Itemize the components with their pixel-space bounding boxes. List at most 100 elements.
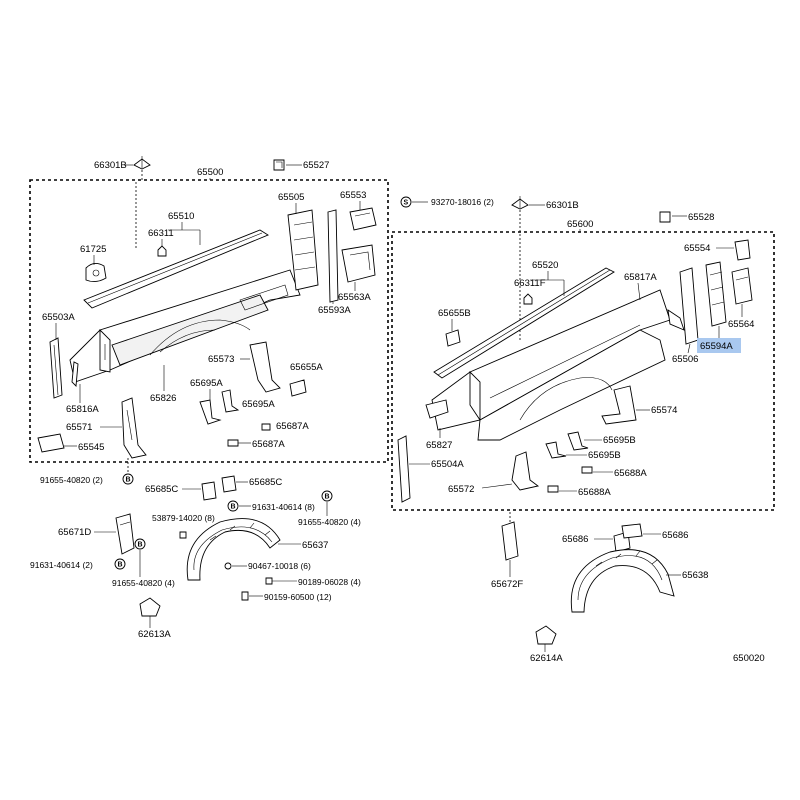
label-66311-left[interactable]: 66311 [148, 228, 174, 239]
label-90189-06028[interactable]: 90189-06028 (4) [298, 577, 361, 587]
label-65571[interactable]: 65571 [66, 422, 92, 433]
label-65572[interactable]: 65572 [448, 484, 474, 495]
part-65695B-2[interactable] [545, 441, 567, 459]
label-65688A-1[interactable]: 65688A [614, 468, 647, 479]
label-65593A[interactable]: 65593A [318, 305, 351, 316]
label-65637[interactable]: 65637 [302, 540, 328, 551]
part-65688A-2[interactable] [547, 485, 559, 493]
part-65564[interactable] [731, 267, 753, 305]
part-65574[interactable] [601, 385, 637, 425]
label-61725[interactable]: 61725 [80, 244, 106, 255]
label-65528[interactable]: 65528 [688, 212, 714, 223]
label-65573[interactable]: 65573 [208, 354, 234, 365]
part-66311-left[interactable] [157, 245, 167, 257]
label-65505[interactable]: 65505 [278, 192, 304, 203]
label-65553[interactable]: 65553 [340, 190, 366, 201]
part-65638-liner[interactable] [570, 549, 675, 613]
part-62613A[interactable] [139, 597, 161, 617]
label-91631-40614-8[interactable]: 91631-40614 (8) [252, 502, 315, 512]
label-65563A[interactable]: 65563A [338, 292, 371, 303]
label-65827[interactable]: 65827 [426, 440, 452, 451]
part-65504A[interactable] [397, 435, 411, 503]
part-53879[interactable] [179, 531, 187, 539]
part-62614A[interactable] [535, 625, 557, 645]
part-65571[interactable] [121, 397, 147, 459]
label-65503A[interactable]: 65503A [42, 312, 75, 323]
right-assembly-label[interactable]: 65600 [567, 219, 593, 230]
part-65593A[interactable] [327, 209, 339, 303]
label-65655B[interactable]: 65655B [438, 308, 471, 319]
label-65506[interactable]: 65506 [672, 354, 698, 365]
label-65510[interactable]: 65510 [168, 211, 194, 222]
label-65685C-1[interactable]: 65685C [145, 484, 178, 495]
label-65686-2[interactable]: 65686 [662, 530, 688, 541]
label-62614A[interactable]: 62614A [530, 653, 563, 664]
part-65594A[interactable] [705, 261, 727, 327]
label-66311F[interactable]: 66311F [514, 278, 546, 289]
label-65695B-2[interactable]: 65695B [588, 450, 621, 461]
part-65695A-1[interactable] [199, 399, 222, 425]
b-marker-5[interactable]: B [134, 538, 146, 550]
left-assembly-label[interactable]: 65500 [197, 167, 223, 178]
part-65687A-1[interactable] [261, 423, 271, 431]
part-90467[interactable] [224, 562, 232, 570]
label-62613A[interactable]: 62613A [138, 629, 171, 640]
label-65671D[interactable]: 65671D [58, 527, 91, 538]
part-61725[interactable] [85, 263, 107, 283]
part-65572[interactable] [511, 451, 540, 491]
b-marker-2[interactable]: B [227, 500, 239, 512]
b-marker-3[interactable]: B [321, 490, 333, 502]
part-65827-bed-side[interactable] [425, 289, 671, 441]
part-65505[interactable] [287, 209, 319, 291]
part-66311F[interactable] [523, 293, 533, 305]
label-65564[interactable]: 65564 [728, 319, 754, 330]
label-65594A[interactable]: 65594A [700, 341, 733, 352]
b-marker-1[interactable]: B [122, 473, 134, 485]
label-65686-1[interactable]: 65686 [562, 534, 588, 545]
part-65545[interactable] [37, 433, 65, 453]
label-65520[interactable]: 65520 [532, 260, 558, 271]
label-53879-14020[interactable]: 53879-14020 (8) [152, 513, 215, 523]
part-65553[interactable] [349, 207, 377, 231]
label-65504A[interactable]: 65504A [431, 459, 464, 470]
part-65527[interactable] [273, 159, 285, 171]
part-65528[interactable] [659, 211, 671, 223]
part-65688A-1[interactable] [581, 466, 593, 474]
label-91655-40820-4-b[interactable]: 91655-40820 (4) [112, 578, 175, 588]
label-65527[interactable]: 65527 [303, 160, 329, 171]
part-65506[interactable] [667, 267, 699, 345]
part-66301B-left[interactable] [133, 156, 151, 170]
part-65655B[interactable] [445, 329, 461, 347]
label-91655-40820-4-a[interactable]: 91655-40820 (4) [298, 517, 361, 527]
label-65554[interactable]: 65554 [684, 243, 710, 254]
label-66301B-right[interactable]: 66301B [546, 200, 579, 211]
label-65545[interactable]: 65545 [78, 442, 104, 453]
label-65695B-1[interactable]: 65695B [603, 435, 636, 446]
label-65826[interactable]: 65826 [150, 393, 176, 404]
part-65826-bed-side[interactable] [69, 269, 301, 387]
label-65687A-1[interactable]: 65687A [276, 421, 309, 432]
part-65695B-1[interactable] [567, 431, 589, 451]
part-65503A[interactable] [49, 337, 63, 399]
part-90159[interactable] [241, 591, 249, 601]
part-65554[interactable] [734, 239, 751, 261]
part-65695A-2[interactable] [221, 389, 240, 413]
label-90467-10018[interactable]: 90467-10018 (6) [248, 561, 311, 571]
label-90159-60500[interactable]: 90159-60500 (12) [264, 592, 332, 602]
part-65686-2[interactable] [621, 523, 643, 539]
s-marker-93270[interactable]: S [400, 196, 412, 208]
label-65638[interactable]: 65638 [682, 570, 708, 581]
label-65574[interactable]: 65574 [651, 405, 677, 416]
label-65672F[interactable]: 65672F [491, 579, 523, 590]
label-65685C-2[interactable]: 65685C [249, 477, 282, 488]
part-65685C-1[interactable] [201, 481, 217, 501]
part-65520-rail[interactable] [433, 267, 615, 379]
label-66301B-left[interactable]: 66301B [94, 160, 127, 171]
label-65695A-1[interactable]: 65695A [190, 378, 223, 389]
part-65687A-2[interactable] [227, 439, 239, 447]
part-65685C-2[interactable] [221, 475, 237, 493]
part-65672F[interactable] [501, 521, 519, 561]
label-91655-40820-2[interactable]: 91655-40820 (2) [40, 475, 103, 485]
part-90189[interactable] [265, 577, 273, 585]
part-66301B-right[interactable] [511, 196, 529, 210]
